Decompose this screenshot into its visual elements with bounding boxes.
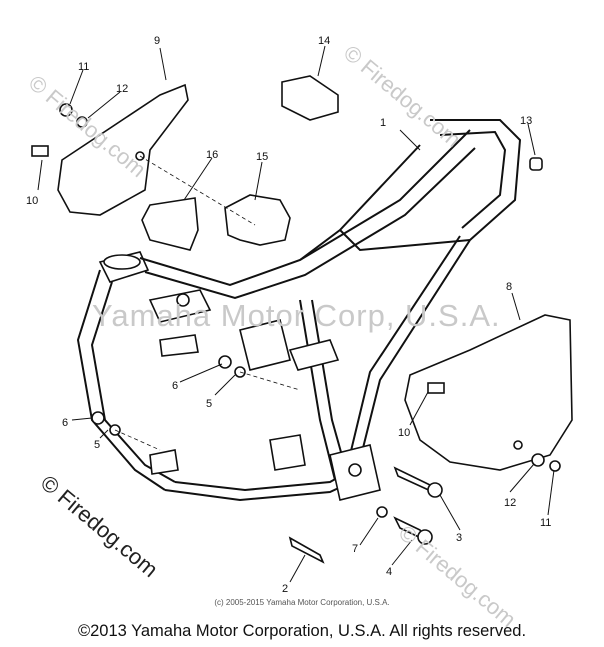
callout-11b: 11 — [540, 517, 551, 529]
fasteners — [31, 103, 561, 564]
watermark-center: Yamaha Motor Corp, U.S.A. — [92, 298, 501, 333]
callout-3: 3 — [456, 532, 462, 544]
callout-7: 7 — [352, 543, 358, 555]
callout-6a: 6 — [172, 380, 178, 392]
left-side-cover — [57, 83, 189, 216]
callout-1: 1 — [380, 117, 386, 129]
callout-12a: 12 — [116, 83, 128, 95]
grommet — [281, 75, 339, 121]
callout-8: 8 — [506, 281, 512, 293]
callout-6b: 6 — [62, 417, 68, 429]
heat-shield — [141, 197, 199, 251]
callout-10a: 10 — [26, 195, 38, 207]
callout-5a: 5 — [206, 398, 212, 410]
main-frame — [76, 119, 522, 502]
leader-lines — [37, 45, 555, 583]
callout-16: 16 — [206, 149, 218, 161]
clamp — [224, 194, 291, 246]
footer-copyright: ©2013 Yamaha Motor Corporation, U.S.A. A… — [77, 622, 527, 640]
callout-15: 15 — [256, 151, 268, 163]
callout-2: 2 — [282, 583, 288, 595]
callout-13: 13 — [520, 115, 532, 127]
callout-14: 14 — [318, 35, 330, 47]
callout-11a: 11 — [78, 61, 89, 73]
right-side-cover — [404, 314, 573, 471]
callout-9: 9 — [154, 35, 160, 47]
cap — [529, 157, 543, 171]
small-copyright: (c) 2005-2015 Yamaha Motor Corporation, … — [214, 598, 390, 607]
callout-5b: 5 — [94, 439, 100, 451]
callout-12b: 12 — [504, 497, 516, 509]
callout-10b: 10 — [398, 427, 410, 439]
callout-4: 4 — [386, 566, 392, 578]
